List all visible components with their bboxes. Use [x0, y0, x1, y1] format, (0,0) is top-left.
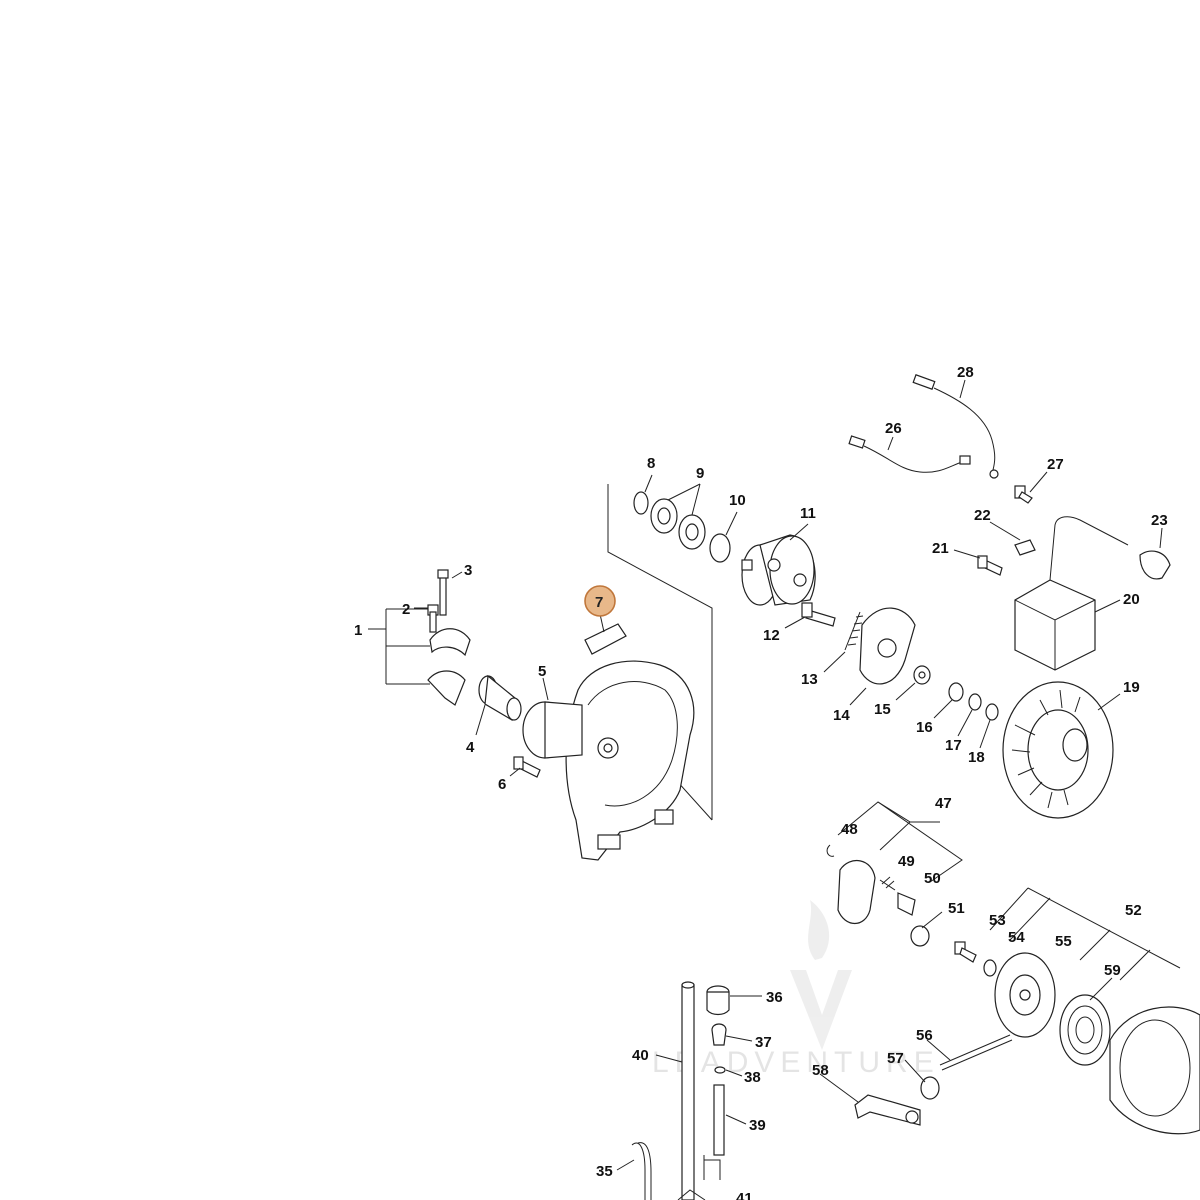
part-16-nut — [948, 682, 964, 702]
label-part-41: 41 — [736, 1190, 753, 1200]
part-36-sleeve — [706, 985, 730, 1016]
part-15-washer — [913, 665, 931, 685]
label-part-26: 26 — [885, 420, 902, 437]
watermark-text: LEADVENTURE — [652, 1046, 940, 1079]
label-part-52: 52 — [1125, 902, 1142, 919]
part-59-spring — [1059, 994, 1111, 1066]
part-23-cap — [1139, 550, 1171, 580]
label-part-5: 5 — [538, 663, 546, 680]
part-12-stud — [801, 602, 836, 627]
part-55-pulley — [994, 952, 1056, 1038]
part-7-plate — [584, 623, 627, 655]
label-part-3: 3 — [464, 562, 472, 579]
label-part-36: 36 — [766, 989, 783, 1006]
label-part-53: 53 — [989, 912, 1006, 929]
part-6-screw — [513, 756, 541, 778]
label-part-54: 54 — [1008, 929, 1025, 946]
part-22-clip — [1014, 539, 1036, 556]
part-50-pawl — [897, 892, 916, 916]
label-part-4: 4 — [466, 739, 475, 756]
label-part-17: 17 — [945, 737, 962, 754]
part-38-ring — [714, 1066, 726, 1074]
part-18-washer — [985, 703, 999, 721]
label-part-55: 55 — [1055, 933, 1072, 950]
label-part-9: 9 — [696, 465, 704, 482]
label-part-6: 6 — [498, 776, 506, 793]
part-52-housing — [1109, 1006, 1200, 1135]
part-19-flywheel — [1002, 681, 1114, 819]
part-35-cable — [631, 1142, 652, 1200]
part-1-clamp — [427, 569, 471, 706]
part-17-washer — [968, 693, 982, 711]
label-part-57: 57 — [887, 1050, 904, 1067]
part-39-tube — [703, 1084, 725, 1180]
part-41-bracket — [677, 1189, 706, 1200]
label-part-27: 27 — [1047, 456, 1064, 473]
part-40-rod — [681, 981, 695, 1200]
highlight-marker-part-7[interactable] — [584, 585, 616, 617]
part-26-cable — [848, 435, 971, 473]
part-58-handle — [854, 1094, 921, 1126]
label-part-10: 10 — [729, 492, 746, 509]
part-10-ring — [709, 533, 731, 563]
label-part-35: 35 — [596, 1163, 613, 1180]
label-part-19: 19 — [1123, 679, 1140, 696]
part-13-spring — [844, 611, 864, 651]
part-49-spring — [879, 876, 896, 891]
label-part-13: 13 — [801, 671, 818, 688]
part-5-housing — [522, 660, 695, 861]
part-57-grommet — [920, 1076, 940, 1100]
part-14-clutch — [859, 607, 916, 685]
label-part-22: 22 — [974, 507, 991, 524]
part-labels: 1 2 3 4 5 6 7 8 9 10 11 12 13 14 15 16 1… — [354, 364, 1168, 1200]
label-part-48: 48 — [841, 821, 858, 838]
label-part-12: 12 — [763, 627, 780, 644]
label-part-59: 59 — [1104, 962, 1121, 979]
label-part-16: 16 — [916, 719, 933, 736]
label-part-1: 1 — [354, 622, 362, 639]
label-part-38: 38 — [744, 1069, 761, 1086]
label-part-28: 28 — [957, 364, 974, 381]
part-21-screw — [977, 555, 1003, 576]
label-part-18: 18 — [968, 749, 985, 766]
label-part-50: 50 — [924, 870, 941, 887]
label-part-11: 11 — [800, 505, 816, 522]
part-37-boot — [711, 1023, 727, 1046]
label-part-7[interactable]: 7 — [595, 594, 603, 611]
leader-lines — [414, 379, 1163, 1171]
part-20-ignition-module — [1014, 516, 1129, 671]
label-part-8: 8 — [647, 455, 655, 472]
part-56-rope — [939, 1034, 1013, 1071]
label-part-14: 14 — [833, 707, 850, 724]
label-part-2: 2 — [402, 601, 410, 618]
part-8-ring — [633, 491, 649, 515]
part-28-cable — [912, 374, 999, 479]
label-part-20: 20 — [1123, 591, 1140, 608]
label-part-40: 40 — [632, 1047, 649, 1064]
part-47-starter-cup — [837, 860, 876, 925]
label-part-37: 37 — [755, 1034, 772, 1051]
label-part-21: 21 — [932, 540, 949, 557]
label-part-51: 51 — [948, 900, 965, 917]
label-part-49: 49 — [898, 853, 915, 870]
label-part-23: 23 — [1151, 512, 1168, 529]
label-part-47: 47 — [935, 795, 952, 812]
part-54-washer — [983, 959, 997, 977]
label-part-56: 56 — [916, 1027, 933, 1044]
watermark-logo — [790, 900, 852, 1050]
part-11-clutch-drum — [741, 534, 816, 606]
label-part-15: 15 — [874, 701, 891, 718]
label-part-39: 39 — [749, 1117, 766, 1134]
part-27-screw — [1014, 485, 1033, 504]
part-48-clip — [826, 844, 835, 857]
part-4-tube — [478, 674, 522, 721]
part-51-nut — [910, 925, 930, 947]
part-53-screw — [954, 941, 977, 963]
part-9-bearings — [650, 498, 706, 550]
label-part-58: 58 — [812, 1062, 829, 1079]
